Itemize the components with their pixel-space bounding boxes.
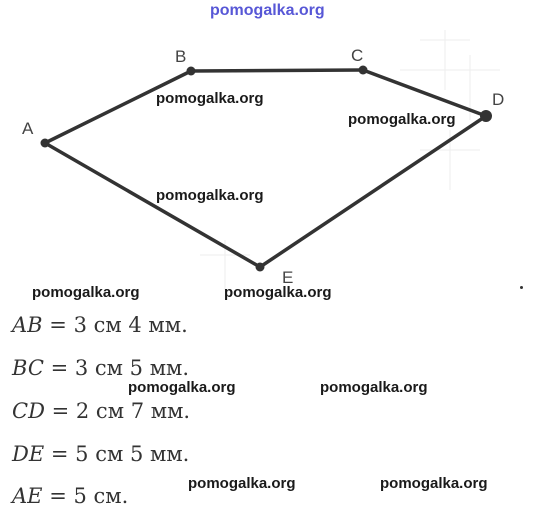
vertex-label-e: E (282, 268, 293, 287)
background-grid-faint (200, 30, 500, 290)
watermark: pomogalka.org (224, 284, 332, 301)
edge-cd (361, 68, 488, 118)
equals-sign: = (51, 399, 70, 423)
vertex-label-c: C (351, 46, 363, 65)
vertex-d (480, 110, 492, 122)
measurement-bc: BC = 3 см 5 мм. (12, 356, 189, 380)
edge-ab (43, 69, 193, 145)
vertex-c (358, 65, 368, 75)
segment-length: 5 см 5 мм. (75, 442, 190, 466)
segment-name: AB (12, 313, 43, 337)
equals-sign: = (50, 442, 69, 466)
measurement-ae: AE = 5 см. (12, 484, 128, 508)
vertex-b (186, 66, 196, 76)
segment-name: DE (12, 442, 45, 466)
segment-length: 3 см 5 мм. (74, 356, 190, 380)
watermark-top: pomogalka.org (210, 2, 325, 19)
watermark: pomogalka.org (156, 187, 264, 204)
watermark: pomogalka.org (32, 284, 140, 301)
segment-name: BC (12, 356, 44, 380)
equals-sign: = (49, 484, 67, 508)
vertex-e (255, 262, 265, 272)
edge-ea (43, 141, 262, 269)
watermark: pomogalka.org (188, 475, 296, 492)
segment-name: AE (12, 484, 43, 508)
segment-length: 5 см. (73, 484, 129, 508)
edge-de (258, 114, 488, 269)
stray-dot (520, 286, 523, 289)
measurement-cd: CD = 2 см 7 мм. (12, 399, 190, 423)
pentagon-figure: A B C D E (22, 30, 504, 290)
equals-sign: = (50, 356, 69, 380)
segment-name: CD (12, 399, 45, 423)
vertex-labels: A B C D E (22, 46, 504, 287)
equals-sign: = (49, 313, 67, 337)
measurement-ab: AB = 3 см 4 мм. (12, 313, 188, 337)
watermark: pomogalka.org (320, 379, 428, 396)
pentagon-vertices (40, 65, 492, 272)
vertex-label-b: B (175, 47, 186, 66)
vertex-label-a: A (22, 119, 34, 138)
vertex-label-d: D (492, 90, 504, 109)
vertex-a (40, 138, 50, 148)
edge-bc (189, 68, 365, 73)
watermark: pomogalka.org (128, 379, 236, 396)
watermark: pomogalka.org (380, 475, 488, 492)
segment-length: 2 см 7 мм. (75, 399, 191, 423)
watermark: pomogalka.org (156, 90, 264, 107)
watermark: pomogalka.org (348, 111, 456, 128)
pentagon-edges (43, 68, 488, 269)
measurement-de: DE = 5 см 5 мм. (12, 442, 189, 466)
segment-length: 3 см 4 мм. (73, 313, 188, 337)
